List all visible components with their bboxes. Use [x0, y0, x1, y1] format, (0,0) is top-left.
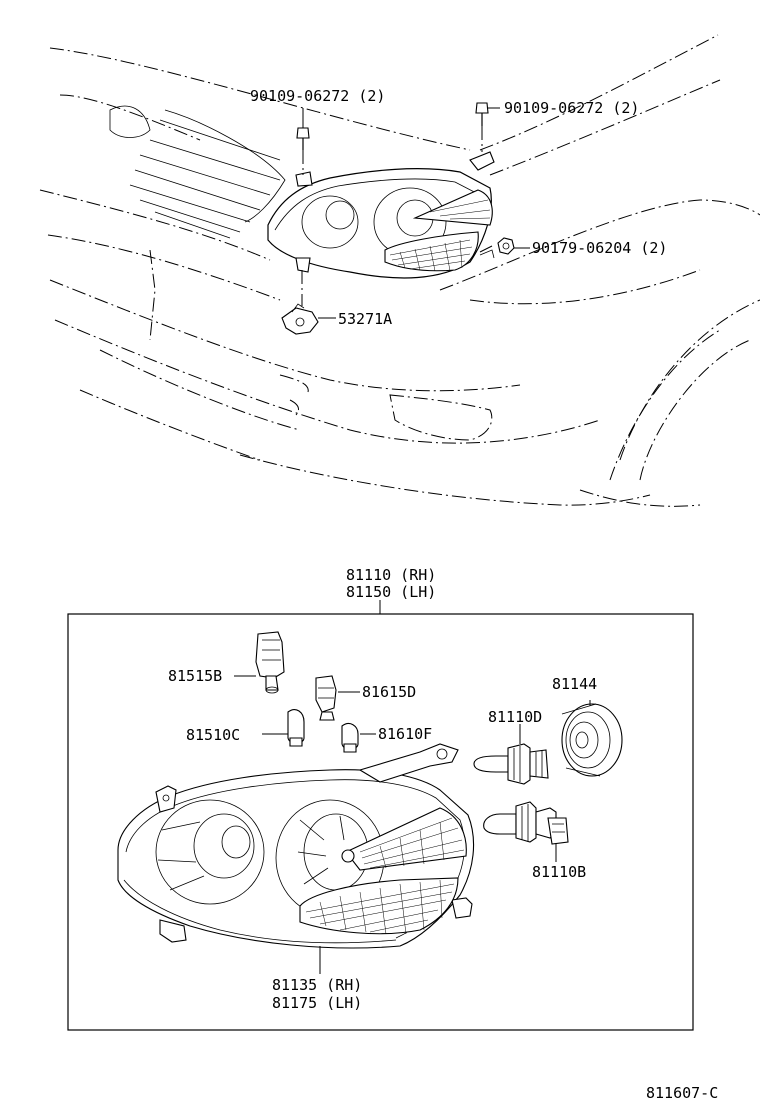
- socket-81615D-icon: [315, 675, 337, 721]
- grille: [109, 105, 286, 239]
- bulb-81510C-icon: [287, 709, 305, 747]
- callout-81615D: 81615D: [362, 683, 416, 701]
- callout-assy-lh: 81150 (LH): [346, 583, 436, 601]
- diagram-id: 811607-C: [646, 1084, 718, 1102]
- callout-nut: 90179-06204 (2): [532, 239, 667, 257]
- callout-81144: 81144: [552, 675, 597, 693]
- bolt-left-icon: [296, 127, 310, 150]
- callout-81515B: 81515B: [168, 667, 222, 685]
- callout-81610F: 81610F: [378, 725, 432, 743]
- headlamp-housing-icon: [117, 743, 475, 949]
- callout-housing-rh: 81135 (RH): [272, 976, 362, 994]
- bulb-81110B-icon: [483, 801, 569, 845]
- headlamp-in-vehicle: [267, 151, 495, 279]
- bulb-81610F-icon: [341, 723, 359, 753]
- callout-81110D: 81110D: [488, 708, 542, 726]
- bracket-icon: [281, 303, 319, 335]
- callout-81110B: 81110B: [532, 863, 586, 881]
- nut-icon: [497, 237, 515, 255]
- callout-bolt-right: 90109-06272 (2): [504, 99, 639, 117]
- cover-81144-icon: [561, 703, 623, 777]
- vehicle-front-illustration: [39, 34, 760, 507]
- callout-assy-rh: 81110 (RH): [346, 566, 436, 584]
- assembly-frame: [67, 613, 694, 1031]
- socket-81515B-icon: [255, 631, 285, 694]
- callout-bolt-left: 90109-06272 (2): [250, 87, 385, 105]
- callout-housing-lh: 81175 (LH): [272, 994, 362, 1012]
- bulb-81110D-icon: [473, 743, 549, 785]
- bolt-right-icon: [475, 102, 489, 126]
- callout-bracket: 53271A: [338, 310, 392, 328]
- callout-81510C: 81510C: [186, 726, 240, 744]
